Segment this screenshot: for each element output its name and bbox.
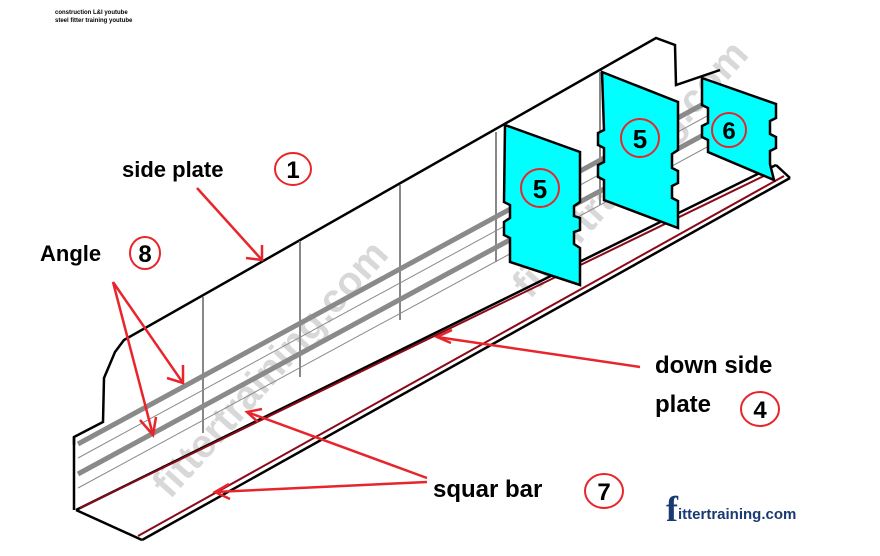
- label-down-side-plate: down side plate 4: [655, 352, 780, 427]
- svg-text:8: 8: [138, 241, 151, 268]
- svg-text:7: 7: [597, 479, 610, 506]
- part-number: 5: [633, 124, 647, 154]
- svg-text:squar bar: squar bar: [433, 476, 542, 503]
- plate-5a: 5: [502, 123, 582, 287]
- side-plate: [72, 36, 721, 510]
- svg-text:side plate: side plate: [122, 157, 223, 182]
- credit-line-2: steel fitter training youtube: [55, 18, 133, 24]
- label-squar-bar: squar bar 7: [433, 473, 624, 509]
- label-side-plate: side plate 1: [122, 152, 312, 186]
- squar-bars: [79, 171, 785, 537]
- svg-text:plate: plate: [655, 391, 711, 418]
- logo-initial: f: [666, 489, 678, 529]
- svg-text:4: 4: [753, 397, 767, 424]
- plate-6: 6: [700, 76, 778, 183]
- svg-text:1: 1: [286, 157, 299, 184]
- label-angle: Angle 8: [40, 236, 161, 270]
- credit-line-1: construction L&I youtube: [55, 10, 128, 16]
- fittertraining-logo: fittertraining.com: [666, 491, 797, 527]
- svg-text:down side: down side: [655, 352, 772, 379]
- logo-text: ittertraining.com: [678, 506, 797, 523]
- callout-arrows: [111, 187, 641, 501]
- part-number: 6: [722, 118, 735, 145]
- plate-5b: 5: [596, 70, 680, 230]
- svg-text:Angle: Angle: [40, 241, 101, 266]
- part-number: 5: [533, 174, 547, 204]
